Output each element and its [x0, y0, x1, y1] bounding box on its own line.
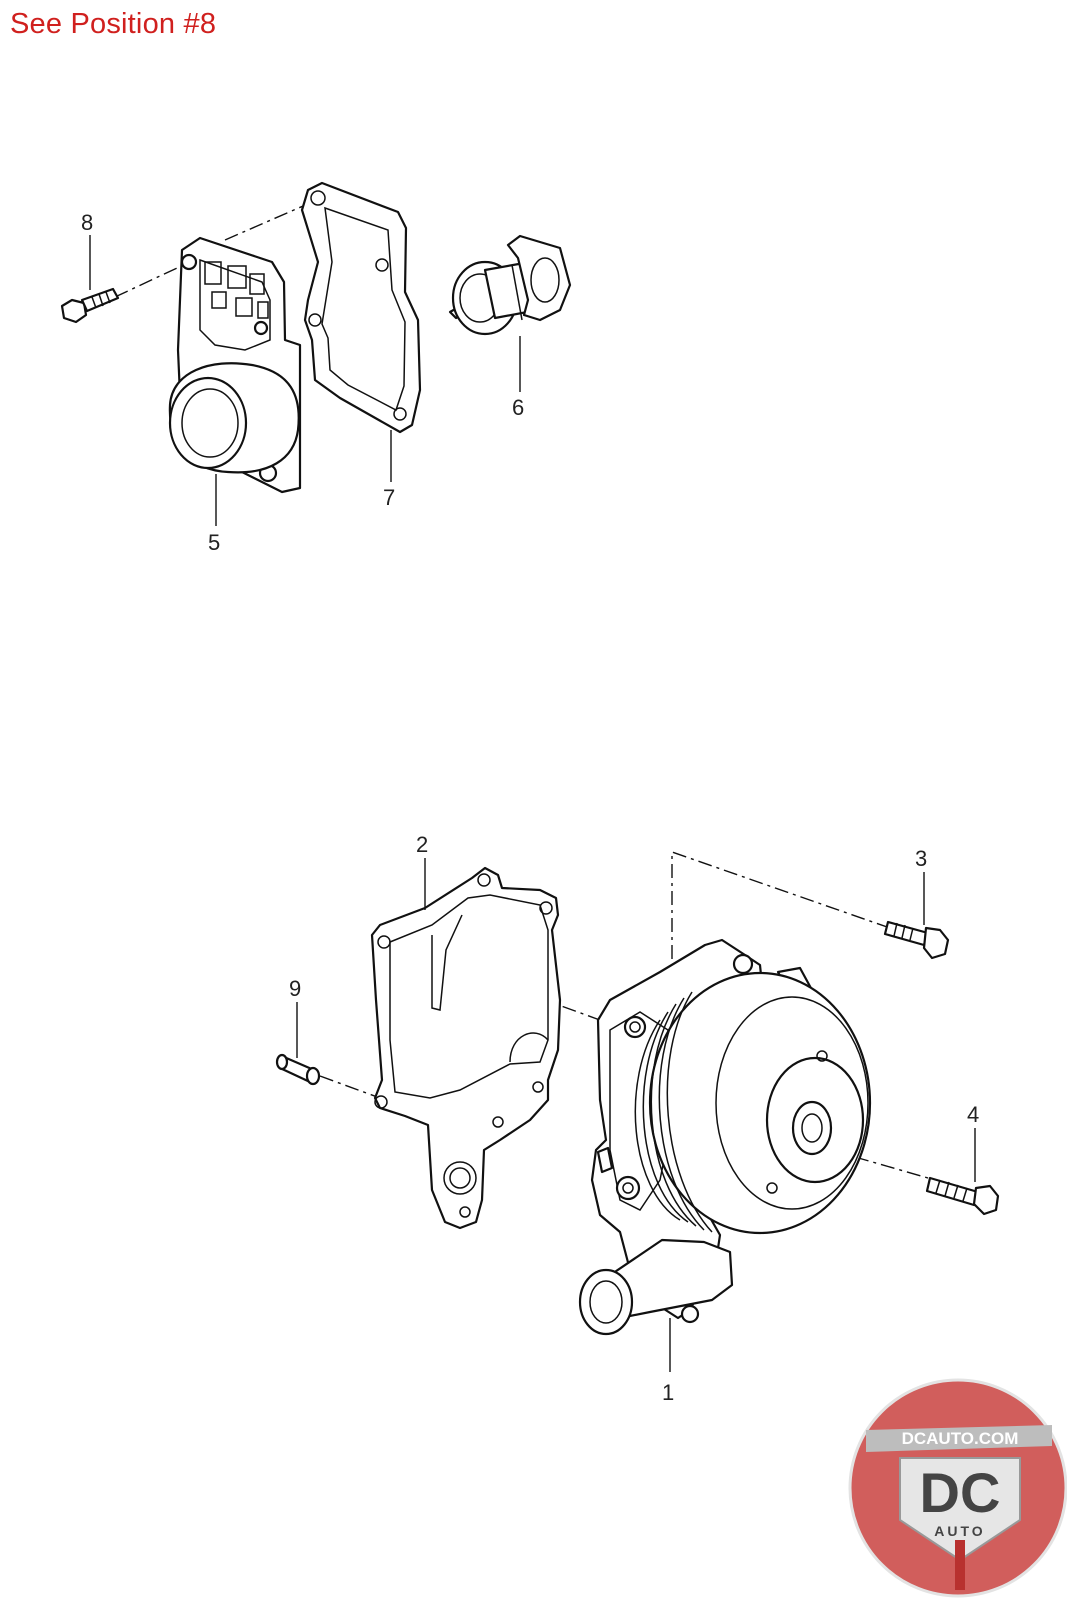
logo-top-text: DCAUTO.COM: [902, 1429, 1019, 1448]
bolt-part-8[interactable]: [60, 287, 120, 324]
logo-bottom-text: AUTO: [934, 1523, 985, 1539]
callout-4: 4: [967, 1102, 979, 1127]
bolt-part-4[interactable]: [925, 1176, 1000, 1216]
thermostat-housing-part-5[interactable]: [168, 236, 302, 494]
leader-lines-lower: [296, 858, 976, 1372]
dowel-part-9[interactable]: [275, 1053, 321, 1086]
callout-3: 3: [915, 846, 927, 871]
callout-1: 1: [662, 1380, 674, 1405]
bolt-part-3[interactable]: [883, 920, 950, 960]
callout-6: 6: [512, 395, 524, 420]
see-position-note: See Position #8: [10, 8, 217, 40]
callout-7: 7: [383, 485, 395, 510]
dcauto-logo: DCAUTO.COM DC AUTO: [848, 1378, 1067, 1598]
callout-labels: 8 6 7 5 2 3 9 4 1: [81, 210, 979, 1405]
callout-5: 5: [208, 530, 220, 555]
gasket-part-7[interactable]: [300, 181, 422, 434]
gasket-part-2[interactable]: [370, 866, 562, 1230]
callout-8: 8: [81, 210, 93, 235]
logo-initials: DC: [920, 1461, 1001, 1524]
alignment-lines-upper: [114, 202, 311, 298]
thermostat-part-6[interactable]: [448, 234, 572, 336]
leader-lines-upper: [89, 235, 521, 526]
callout-2: 2: [416, 832, 428, 857]
water-pump-part-1[interactable]: [578, 938, 872, 1336]
callout-9: 9: [289, 976, 301, 1001]
